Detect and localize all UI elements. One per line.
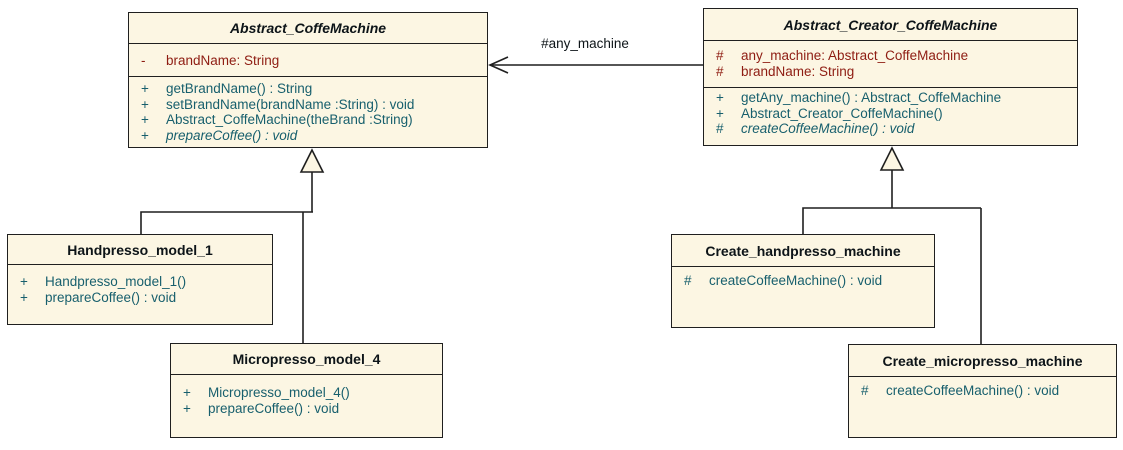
method-row: + getBrandName() : String	[129, 81, 487, 97]
method-row: + getAny_machine() : Abstract_CoffeMachin…	[704, 90, 1077, 106]
method-text: prepareCoffee() : void	[166, 127, 298, 143]
method-row: + Abstract_CoffeMachine(theBrand :String)	[129, 112, 487, 128]
method-text: prepareCoffee() : void	[45, 289, 177, 305]
attributes-compartment: - brandName: String	[129, 44, 487, 77]
visibility-symbol: +	[141, 127, 149, 143]
class-create-micropresso-machine[interactable]: Create_micropresso_machine # createCoffee…	[848, 344, 1117, 438]
attribute-row: # brandName: String	[704, 64, 1077, 80]
visibility-symbol: #	[716, 63, 724, 79]
method-text: prepareCoffee() : void	[208, 400, 340, 416]
method-row-abstract: # createCoffeeMachine() : void	[704, 121, 1077, 137]
method-row: + setBrandName(brandName :String) : void	[129, 97, 487, 113]
visibility-symbol: #	[861, 383, 869, 398]
method-text: Abstract_CoffeMachine(theBrand :String)	[166, 112, 413, 127]
method-text: Handpresso_model_1()	[45, 274, 187, 289]
methods-compartment: # createCoffeeMachine() : void	[849, 377, 1116, 437]
visibility-symbol: +	[183, 400, 191, 416]
method-text: Micropresso_model_4()	[208, 385, 350, 400]
methods-compartment: # createCoffeeMachine() : void	[672, 267, 934, 327]
class-title: Abstract_Creator_CoffeMachine	[704, 9, 1077, 41]
class-handpresso-model-1[interactable]: Handpresso_model_1 + Handpresso_model_1()…	[7, 234, 273, 325]
method-text: createCoffeeMachine() : void	[886, 383, 1060, 398]
generalization-right-tree	[802, 146, 982, 344]
attributes-compartment: # any_machine: Abstract_CoffeMachine # bra…	[704, 41, 1077, 88]
method-row: # createCoffeeMachine() : void	[672, 273, 934, 289]
method-row: + Handpresso_model_1()	[8, 274, 272, 290]
method-text: getBrandName() : String	[166, 81, 313, 96]
method-text: createCoffeeMachine() : void	[741, 121, 915, 136]
attribute-text: brandName: String	[741, 63, 855, 79]
visibility-symbol: +	[716, 105, 724, 121]
association-label: #any_machine	[541, 36, 629, 51]
method-row: + prepareCoffee() : void	[8, 290, 272, 306]
methods-compartment: + getAny_machine() : Abstract_CoffeMachin…	[704, 88, 1077, 145]
method-row: # createCoffeeMachine() : void	[849, 383, 1116, 399]
visibility-symbol: #	[716, 48, 724, 63]
methods-compartment: + Handpresso_model_1() + prepareCoffee() :…	[8, 265, 272, 324]
attribute-row: # any_machine: Abstract_CoffeMachine	[704, 48, 1077, 64]
visibility-symbol: +	[20, 274, 28, 289]
method-text: setBrandName(brandName :String) : void	[166, 96, 415, 112]
class-title: Abstract_CoffeMachine	[129, 13, 487, 44]
association-any-machine-line	[488, 56, 703, 74]
generalization-left-tree	[140, 148, 325, 343]
methods-compartment: + Micropresso_model_4() + prepareCoffee() …	[171, 375, 442, 437]
class-title: Create_handpresso_machine	[672, 235, 934, 267]
class-micropresso-model-4[interactable]: Micropresso_model_4 + Micropresso_model_4…	[170, 343, 443, 438]
class-create-handpresso-machine[interactable]: Create_handpresso_machine # createCoffeeM…	[671, 234, 935, 328]
visibility-symbol: -	[141, 53, 146, 68]
class-title: Handpresso_model_1	[8, 235, 272, 265]
method-row: + Micropresso_model_4()	[171, 385, 442, 401]
method-row: + Abstract_Creator_CoffeMachine()	[704, 106, 1077, 122]
hollow-triangle-icon	[299, 148, 325, 173]
visibility-symbol: +	[716, 90, 724, 105]
method-text: Abstract_Creator_CoffeMachine()	[741, 105, 943, 121]
attribute-text: brandName: String	[166, 53, 280, 68]
visibility-symbol: +	[183, 385, 191, 400]
visibility-symbol: #	[716, 121, 724, 136]
attribute-row: - brandName: String	[129, 53, 487, 69]
hollow-triangle-icon	[879, 146, 905, 171]
class-abstract-creator-coffemachine[interactable]: Abstract_Creator_CoffeMachine # any_machi…	[703, 8, 1078, 146]
method-row-abstract: + prepareCoffee() : void	[129, 128, 487, 144]
visibility-symbol: +	[20, 289, 28, 305]
methods-compartment: + getBrandName() : String + setBrandName(b…	[129, 77, 487, 147]
class-title: Create_micropresso_machine	[849, 345, 1116, 377]
visibility-symbol: +	[141, 112, 149, 127]
method-text: createCoffeeMachine() : void	[709, 273, 883, 288]
method-row: + prepareCoffee() : void	[171, 401, 442, 417]
visibility-symbol: +	[141, 81, 149, 96]
attribute-text: any_machine: Abstract_CoffeMachine	[741, 48, 969, 63]
visibility-symbol: #	[684, 273, 692, 288]
method-text: getAny_machine() : Abstract_CoffeMachine	[741, 90, 1002, 105]
visibility-symbol: +	[141, 96, 149, 112]
class-abstract-coffemachine[interactable]: Abstract_CoffeMachine - brandName: String…	[128, 12, 488, 148]
class-title: Micropresso_model_4	[171, 344, 442, 375]
